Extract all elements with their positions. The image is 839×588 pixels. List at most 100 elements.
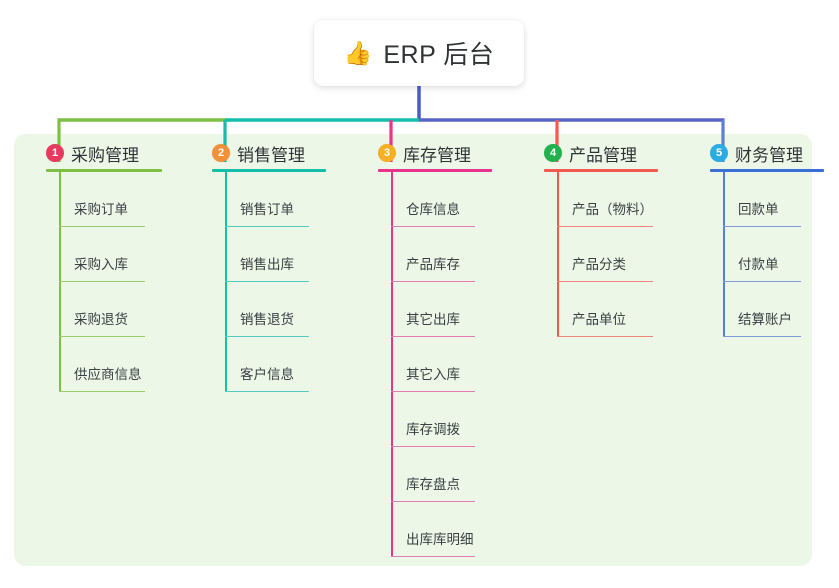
item-connector bbox=[391, 337, 393, 392]
list-item[interactable]: 仓库信息 bbox=[362, 172, 475, 227]
item-rule bbox=[391, 225, 475, 227]
item-rule bbox=[723, 335, 801, 337]
item-rule bbox=[59, 390, 145, 392]
item-label: 产品分类 bbox=[572, 257, 626, 272]
list-item[interactable]: 销售订单 bbox=[196, 172, 309, 227]
list-item[interactable]: 采购订单 bbox=[30, 172, 145, 227]
item-connector bbox=[557, 172, 559, 227]
item-connector bbox=[225, 172, 227, 227]
list-item[interactable]: 结算账户 bbox=[694, 282, 803, 337]
list-item[interactable]: 其它出库 bbox=[362, 282, 475, 337]
item-rule bbox=[723, 225, 801, 227]
item-connector bbox=[225, 337, 227, 392]
column-header-rule-4 bbox=[544, 169, 658, 172]
item-connector bbox=[59, 282, 61, 337]
item-label: 产品（物料） bbox=[572, 202, 653, 217]
item-rule bbox=[391, 335, 475, 337]
item-rule bbox=[723, 280, 801, 282]
column-header-rule-2 bbox=[212, 169, 326, 172]
list-item[interactable]: 客户信息 bbox=[196, 337, 309, 392]
item-rule bbox=[391, 280, 475, 282]
item-label: 结算账户 bbox=[738, 312, 792, 327]
column-title-3: 库存管理 bbox=[403, 145, 471, 165]
item-rule bbox=[225, 390, 309, 392]
item-rule bbox=[59, 280, 145, 282]
item-label: 采购入库 bbox=[74, 257, 128, 272]
item-rule bbox=[391, 500, 475, 502]
item-connector bbox=[557, 282, 559, 337]
list-item[interactable]: 销售出库 bbox=[196, 227, 309, 282]
diagram-panel-background bbox=[14, 134, 812, 566]
item-label: 销售出库 bbox=[240, 257, 294, 272]
list-item[interactable]: 供应商信息 bbox=[30, 337, 145, 392]
column-title-5: 财务管理 bbox=[735, 145, 803, 165]
list-item[interactable]: 产品单位 bbox=[528, 282, 653, 337]
item-rule bbox=[59, 335, 145, 337]
list-item[interactable]: 出库库明细 bbox=[362, 502, 475, 557]
list-item[interactable]: 采购退货 bbox=[30, 282, 145, 337]
column-title-2: 销售管理 bbox=[237, 145, 305, 165]
column-header-1[interactable]: 1 采购管理 bbox=[30, 134, 162, 172]
item-label: 仓库信息 bbox=[406, 202, 460, 217]
column-header-3[interactable]: 3 库存管理 bbox=[362, 134, 492, 172]
item-rule bbox=[391, 390, 475, 392]
item-connector bbox=[723, 282, 725, 337]
item-rule bbox=[225, 335, 309, 337]
item-connector bbox=[59, 227, 61, 282]
item-label: 其它入库 bbox=[406, 367, 460, 382]
item-label: 供应商信息 bbox=[74, 367, 142, 382]
list-item[interactable]: 其它入库 bbox=[362, 337, 475, 392]
column-items-3: 仓库信息产品库存其它出库其它入库库存调拨库存盘点出库库明细 bbox=[362, 172, 475, 557]
item-label: 其它出库 bbox=[406, 312, 460, 327]
column-1: 1 采购管理采购订单采购入库采购退货供应商信息 bbox=[30, 134, 162, 392]
list-item[interactable]: 销售退货 bbox=[196, 282, 309, 337]
item-label: 产品单位 bbox=[572, 312, 626, 327]
item-label: 客户信息 bbox=[240, 367, 294, 382]
item-connector bbox=[225, 282, 227, 337]
column-badge-2: 2 bbox=[212, 144, 230, 162]
list-item[interactable]: 产品分类 bbox=[528, 227, 653, 282]
item-connector bbox=[391, 172, 393, 227]
item-connector bbox=[391, 227, 393, 282]
column-items-5: 回款单付款单结算账户 bbox=[694, 172, 803, 337]
item-rule bbox=[225, 280, 309, 282]
column-items-1: 采购订单采购入库采购退货供应商信息 bbox=[30, 172, 145, 392]
column-title-1: 采购管理 bbox=[71, 145, 139, 165]
item-rule bbox=[557, 225, 653, 227]
column-header-rule-3 bbox=[378, 169, 492, 172]
column-3: 3 库存管理仓库信息产品库存其它出库其它入库库存调拨库存盘点出库库明细 bbox=[362, 134, 492, 557]
column-header-4[interactable]: 4 产品管理 bbox=[528, 134, 658, 172]
column-2: 2 销售管理销售订单销售出库销售退货客户信息 bbox=[196, 134, 326, 392]
list-item[interactable]: 付款单 bbox=[694, 227, 803, 282]
item-rule bbox=[225, 225, 309, 227]
column-badge-4: 4 bbox=[544, 144, 562, 162]
column-4: 4 产品管理产品（物料） 产品分类产品单位 bbox=[528, 134, 658, 337]
item-rule bbox=[391, 555, 475, 557]
list-item[interactable]: 产品库存 bbox=[362, 227, 475, 282]
item-connector bbox=[225, 227, 227, 282]
root-node-title: ERP 后台 bbox=[383, 41, 495, 69]
item-label: 库存调拨 bbox=[406, 422, 460, 437]
column-title-4: 产品管理 bbox=[569, 145, 637, 165]
list-item[interactable]: 库存调拨 bbox=[362, 392, 475, 447]
list-item[interactable]: 回款单 bbox=[694, 172, 803, 227]
item-label: 库存盘点 bbox=[406, 477, 460, 492]
item-label: 销售订单 bbox=[240, 202, 294, 217]
item-label: 付款单 bbox=[738, 257, 779, 272]
item-label: 销售退货 bbox=[240, 312, 294, 327]
column-items-2: 销售订单销售出库销售退货客户信息 bbox=[196, 172, 309, 392]
root-node[interactable]: 👍 ERP 后台 bbox=[314, 20, 524, 86]
list-item[interactable]: 采购入库 bbox=[30, 227, 145, 282]
list-item[interactable]: 产品（物料） bbox=[528, 172, 653, 227]
item-label: 回款单 bbox=[738, 202, 779, 217]
column-badge-3: 3 bbox=[378, 144, 396, 162]
column-header-rule-5 bbox=[710, 169, 824, 172]
column-badge-1: 1 bbox=[46, 144, 64, 162]
item-label: 产品库存 bbox=[406, 257, 460, 272]
column-header-2[interactable]: 2 销售管理 bbox=[196, 134, 326, 172]
item-label: 采购订单 bbox=[74, 202, 128, 217]
item-connector bbox=[391, 392, 393, 447]
item-connector bbox=[557, 227, 559, 282]
list-item[interactable]: 库存盘点 bbox=[362, 447, 475, 502]
